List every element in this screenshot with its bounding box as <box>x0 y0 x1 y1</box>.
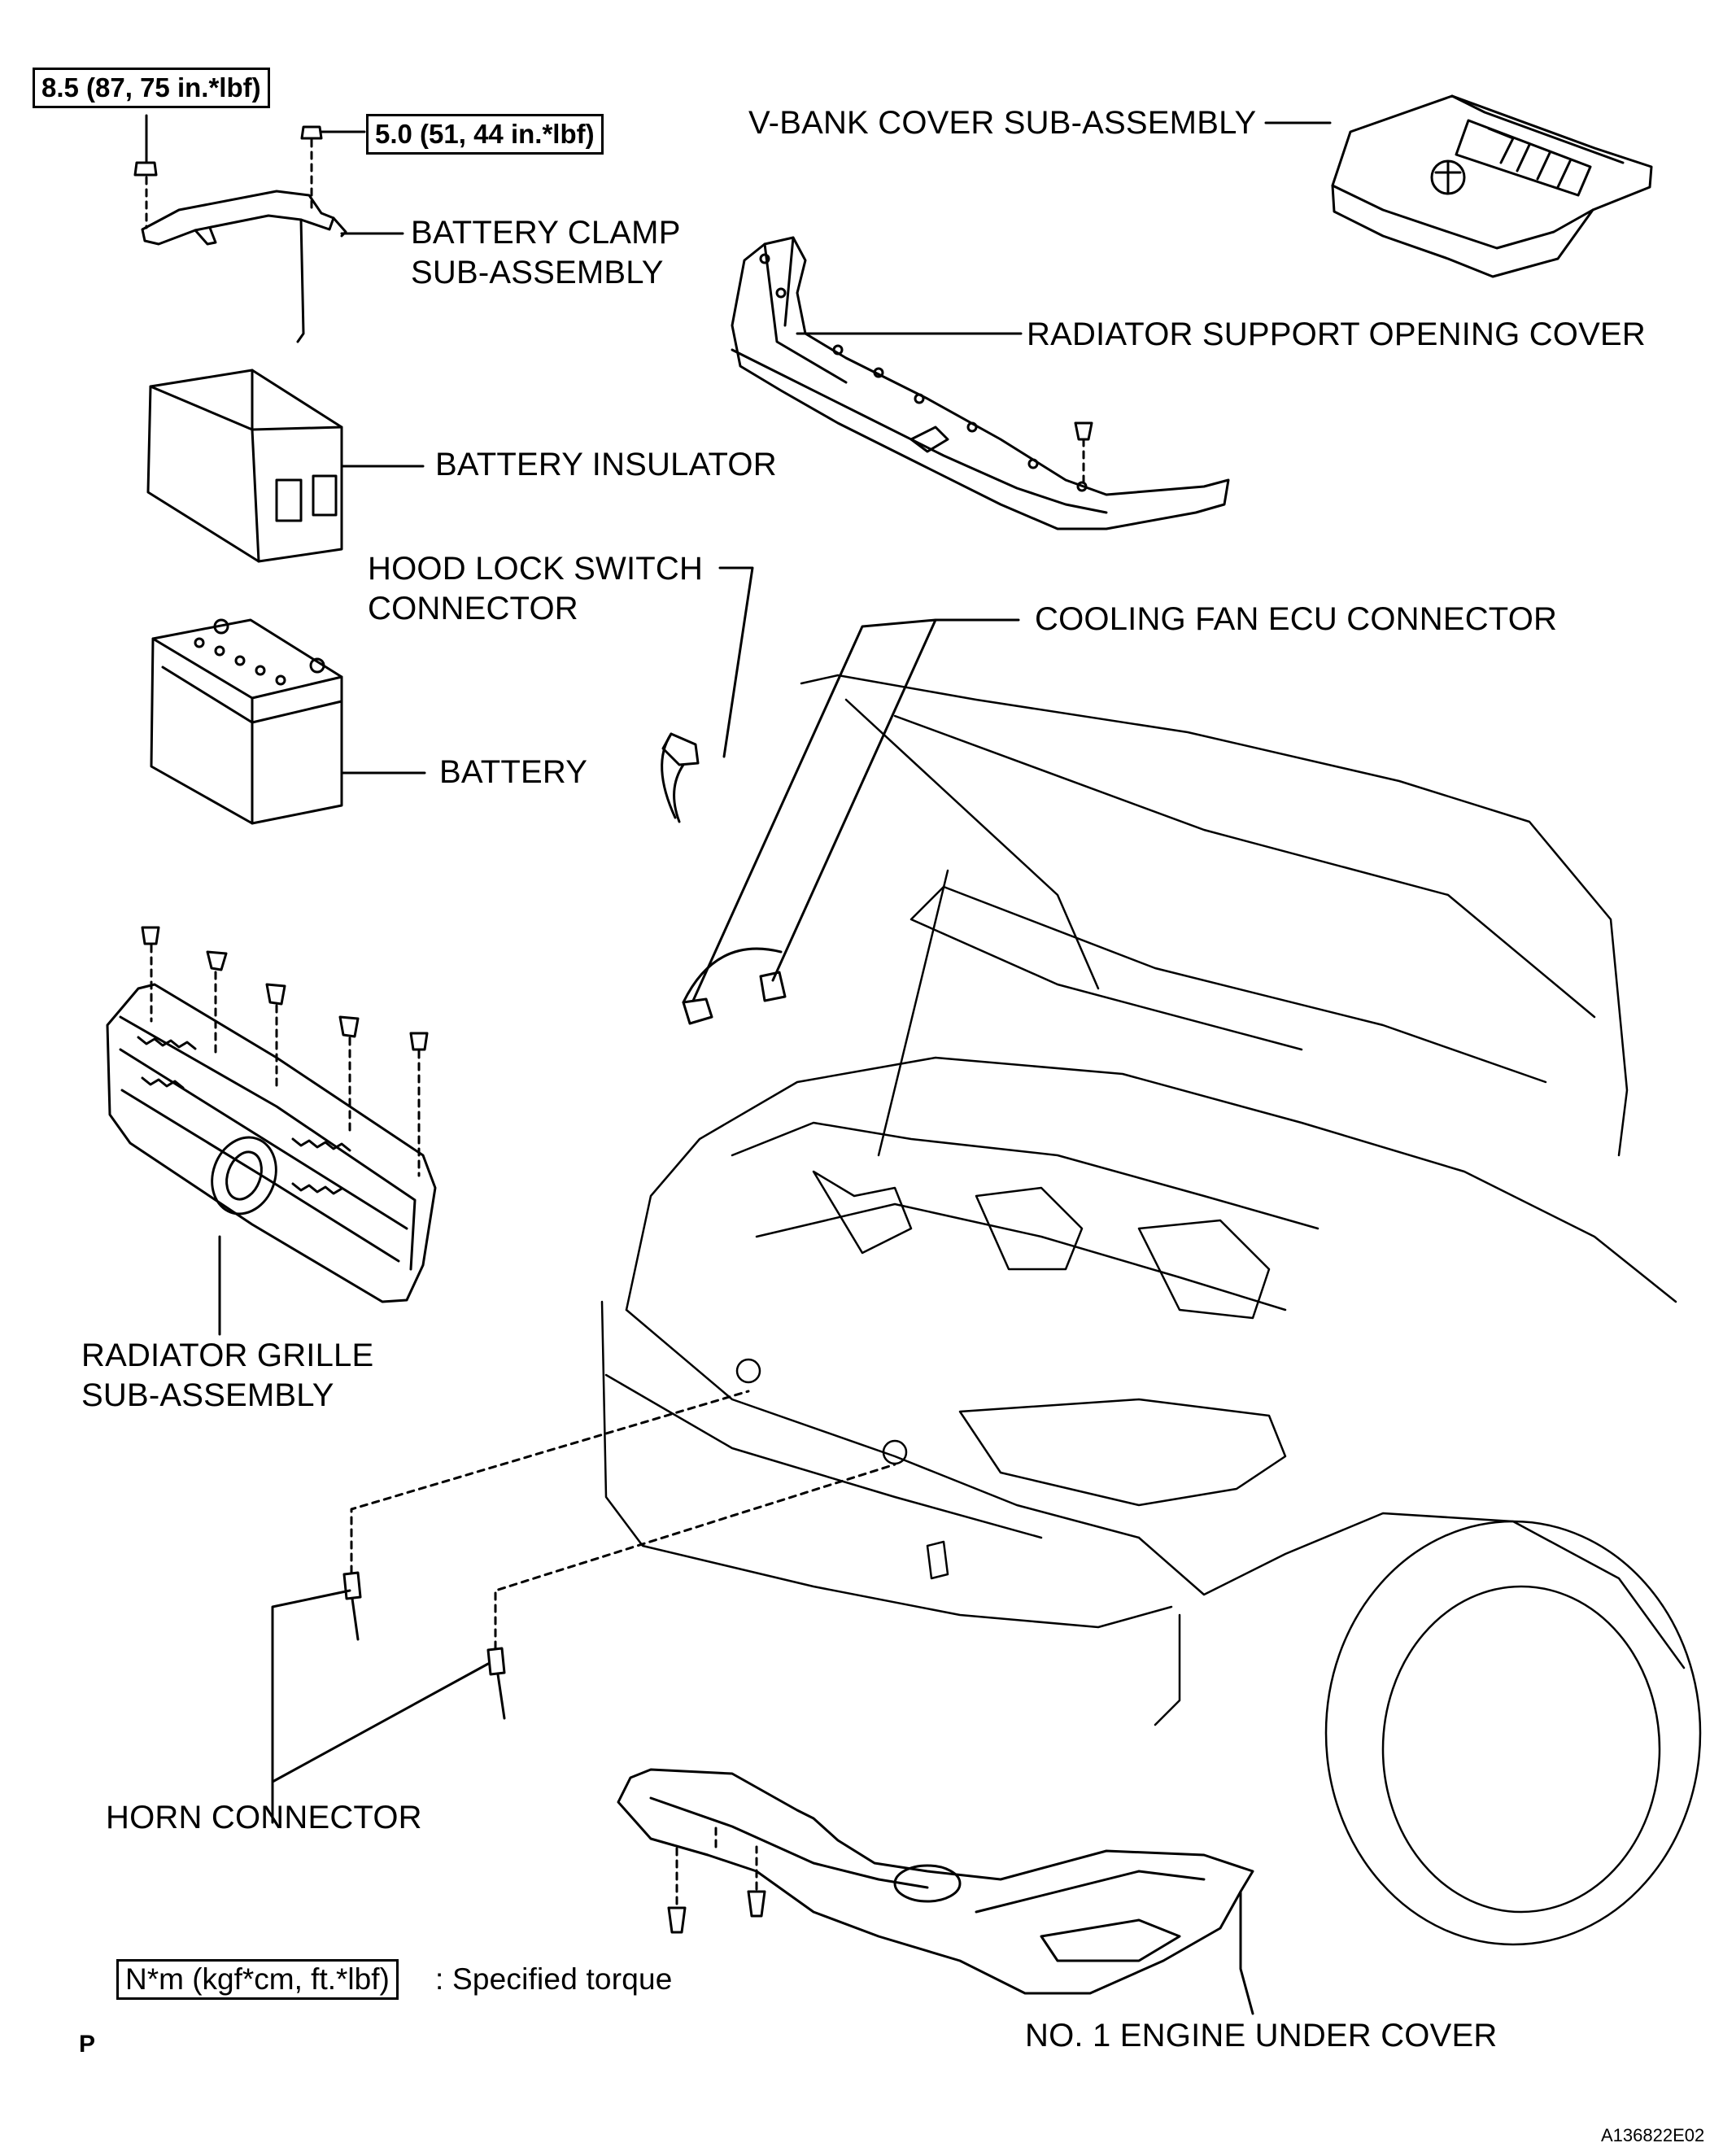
label-horn-connector: HORN CONNECTOR <box>106 1800 422 1835</box>
label-v-bank-cover: V-BANK COVER SUB-ASSEMBLY <box>748 105 1257 141</box>
label-battery-clamp-line2: SUB-ASSEMBLY <box>411 255 664 290</box>
cooling-fan-connector-drawing <box>683 949 785 1023</box>
corner-letter: P <box>79 2031 96 2058</box>
hood-lock-connector-drawing <box>662 734 698 822</box>
label-hood-lock-line2: CONNECTOR <box>368 591 578 626</box>
label-cooling-fan-connector: COOLING FAN ECU CONNECTOR <box>1035 601 1558 637</box>
label-radiator-grille-line1: RADIATOR GRILLE <box>81 1338 374 1373</box>
figure-id: A136822E02 <box>1601 2125 1705 2145</box>
label-battery-clamp-line1: BATTERY CLAMP <box>411 215 681 251</box>
battery-drawing <box>151 620 342 823</box>
radiator-grille-drawing <box>107 927 435 1302</box>
battery-insulator-drawing <box>148 370 342 561</box>
label-hood-lock-line1: HOOD LOCK SWITCH <box>368 551 704 587</box>
engine-under-cover-leader <box>1241 1892 1253 2014</box>
battery-clamp-drawing <box>135 116 364 342</box>
legend-description: : Specified torque <box>435 1962 673 1996</box>
vehicle-front-drawing <box>602 675 1700 1944</box>
label-engine-under-cover: NO. 1 ENGINE UNDER COVER <box>1025 2018 1498 2053</box>
horn-connector-leader <box>273 1591 488 1782</box>
torque-spec-battery-clamp-rod-nut: 5.0 (51, 44 in.*lbf) <box>366 114 604 155</box>
engine-under-cover-drawing <box>618 1770 1253 1993</box>
torque-spec-battery-clamp-nut: 8.5 (87, 75 in.*lbf) <box>33 68 270 108</box>
radiator-support-cover-drawing <box>732 238 1228 529</box>
horn-connector-drawing <box>344 1391 895 1718</box>
cooling-fan-connector-leader <box>693 620 936 1001</box>
label-radiator-support-cover: RADIATOR SUPPORT OPENING COVER <box>1027 316 1646 352</box>
label-radiator-grille-line2: SUB-ASSEMBLY <box>81 1377 334 1413</box>
v-bank-cover-drawing <box>1333 96 1651 277</box>
label-battery: BATTERY <box>439 754 588 790</box>
legend-torque-units-box: N*m (kgf*cm, ft.*lbf) <box>116 1959 399 2000</box>
hood-lock-connector-leader <box>720 568 752 757</box>
label-battery-insulator: BATTERY INSULATOR <box>435 447 777 482</box>
